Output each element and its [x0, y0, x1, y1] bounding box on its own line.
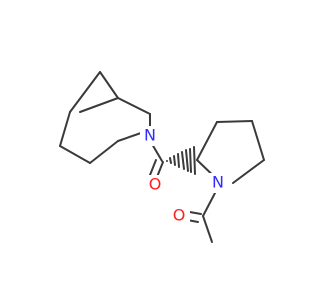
nitrogen-label: N	[212, 173, 224, 192]
molecule-structure: N O N O	[59, 71, 265, 243]
stereo-hashed-bond	[166, 146, 196, 175]
bond-acyl-methyl	[202, 215, 213, 243]
bond-pyrrolidine-top-left	[196, 121, 218, 161]
bond-pyrrolidine-right	[251, 120, 265, 161]
bond-bridge-right	[99, 71, 119, 99]
bond-pyrrolidine-top	[216, 120, 253, 123]
atom-o1: O	[144, 175, 166, 195]
bond-n1-lower	[117, 132, 142, 142]
bond-bottom-ring	[89, 140, 119, 164]
bond-n1-carbonyl	[151, 143, 163, 162]
atom-n2: N	[208, 173, 228, 193]
bond-pyrrolidine-bottom-right	[232, 159, 265, 184]
bond-bridge-left	[69, 71, 101, 113]
atom-o2: O	[168, 206, 190, 226]
bond-left-upper	[59, 111, 71, 147]
bond-right-side	[117, 97, 151, 115]
oxygen-label: O	[149, 175, 162, 194]
bond-top-ring	[79, 97, 119, 113]
bond-carbonyl-double-b	[149, 159, 157, 176]
bond-n2-acyl	[202, 192, 216, 217]
bond-carbonyl-double-a	[156, 161, 164, 178]
molecule-canvas: N O N O	[59, 71, 265, 243]
nitrogen-label: N	[144, 126, 156, 145]
oxygen-label: O	[173, 206, 186, 225]
atom-n1: N	[140, 126, 160, 146]
bond-left-lower	[59, 145, 91, 164]
